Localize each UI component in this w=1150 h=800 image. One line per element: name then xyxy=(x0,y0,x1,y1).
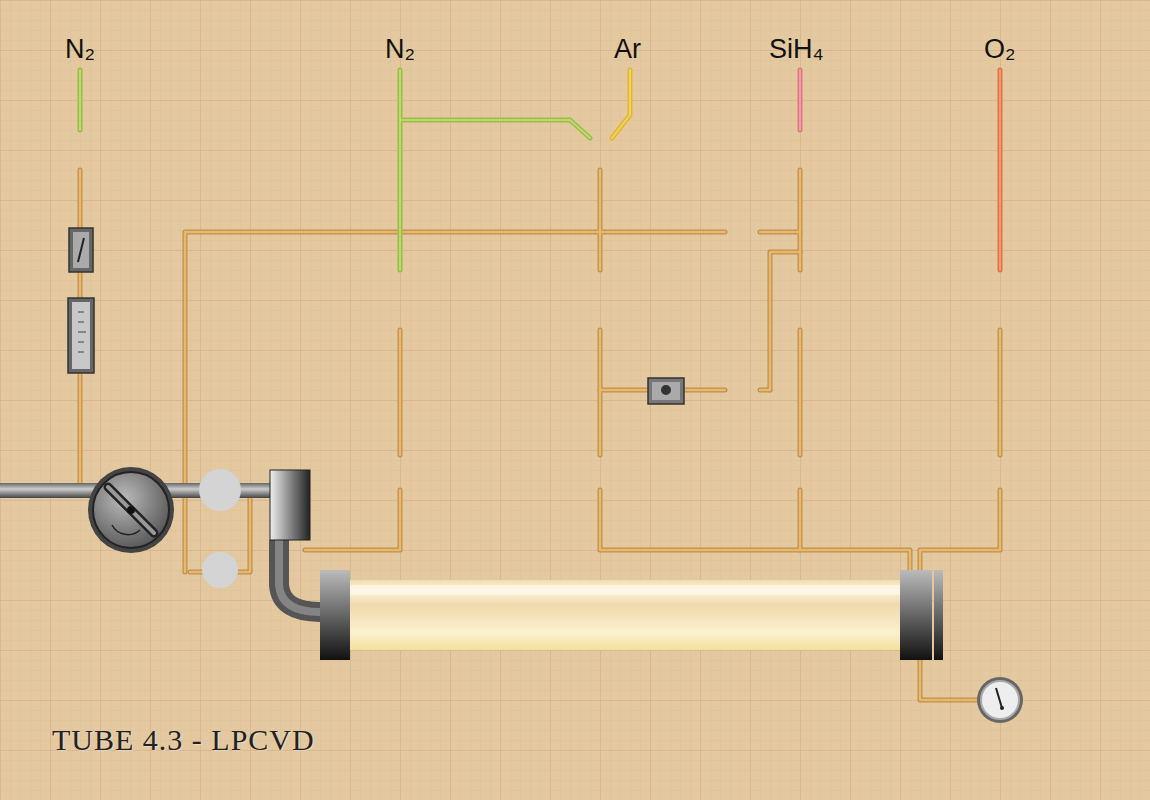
gas-label: SiH₄ xyxy=(769,36,824,63)
gas-label: O₂ xyxy=(984,36,1015,63)
gas-label: Ar xyxy=(614,36,641,63)
tube-title: TUBE 4.3 - LPCVD xyxy=(52,725,315,755)
gas-label: N₂ xyxy=(385,36,415,63)
gas-label: N₂ xyxy=(65,36,95,63)
